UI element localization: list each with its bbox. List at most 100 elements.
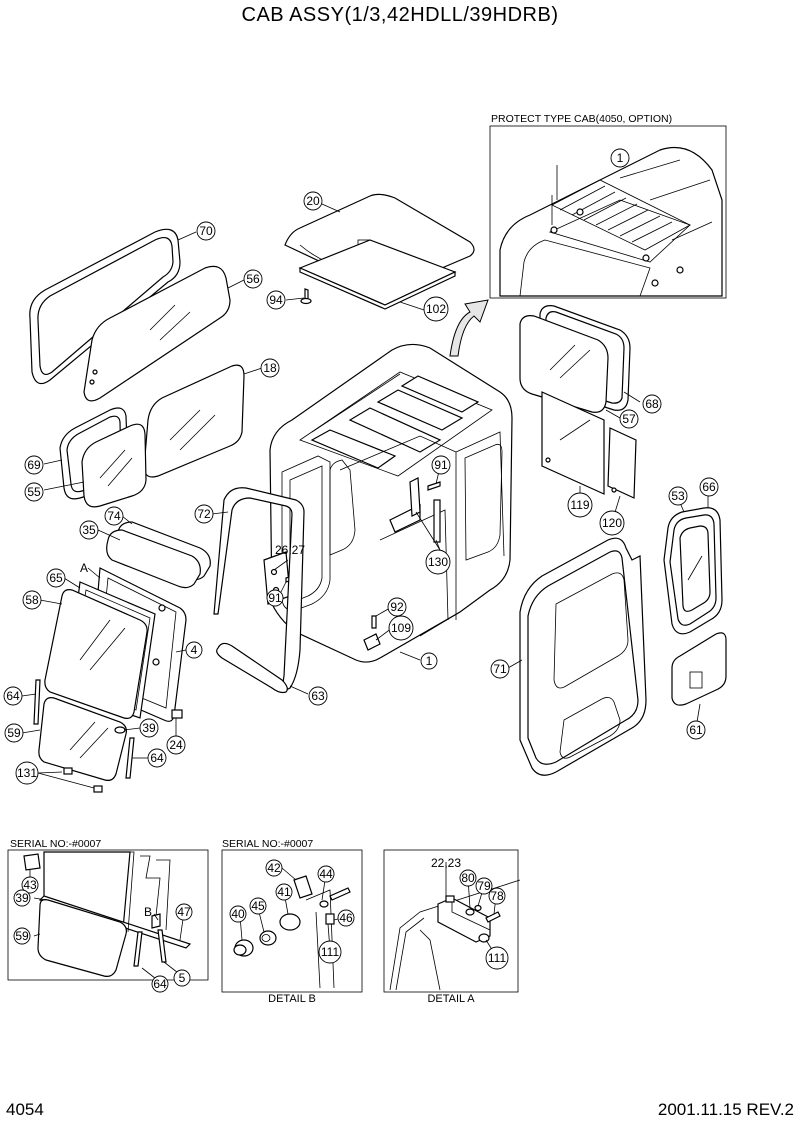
- detail-serial-label: SERIAL NO:-#0007: [10, 838, 102, 850]
- svg-text:26,27: 26,27: [275, 543, 305, 557]
- callout-70: 70: [196, 221, 216, 241]
- callout-b45: 45: [249, 897, 267, 915]
- callout-24: 24: [166, 735, 186, 755]
- callout-a80: 80: [459, 869, 477, 887]
- svg-text:69: 69: [27, 458, 41, 472]
- protect-cab-inset: [489, 125, 727, 299]
- callout-20: 20: [303, 191, 323, 211]
- callout-b111: 111: [318, 940, 342, 964]
- callouts: 70 56 20 94 102 18 69 55 35 74 72 A 65 5…: [3, 191, 719, 993]
- glass-53: [679, 525, 711, 612]
- callout-71: 71: [490, 659, 510, 679]
- callout-91b: 91: [431, 455, 451, 475]
- callout-130: 130: [425, 549, 451, 575]
- callout-d64: 64: [151, 975, 169, 993]
- callout-d43: 43: [21, 876, 39, 894]
- glass-35: [106, 529, 201, 589]
- glass-57: [519, 315, 609, 413]
- panel-119: [541, 391, 605, 495]
- callout-63: 63: [308, 686, 328, 706]
- callout-18: 18: [260, 358, 280, 378]
- callout-57: 57: [619, 409, 639, 429]
- page-title: CAB ASSY(1/3,42HDLL/39HDRB): [241, 4, 559, 26]
- svg-text:111: 111: [488, 951, 507, 965]
- svg-text:1: 1: [426, 654, 433, 668]
- door-71: [519, 537, 647, 776]
- svg-text:79: 79: [477, 879, 491, 893]
- svg-text:1: 1: [617, 151, 624, 165]
- glass-55: [81, 423, 147, 508]
- callout-a111: 111: [485, 946, 509, 970]
- detail-box-serial: [7, 849, 209, 981]
- callout-a78: 78: [488, 887, 506, 905]
- svg-text:91: 91: [268, 591, 282, 605]
- svg-text:64: 64: [153, 977, 167, 991]
- svg-text:35: 35: [82, 523, 96, 537]
- svg-text:78: 78: [490, 889, 504, 903]
- svg-text:46: 46: [339, 911, 353, 925]
- callout-4: 4: [185, 641, 203, 659]
- svg-text:64: 64: [150, 751, 164, 765]
- svg-text:58: 58: [25, 593, 39, 607]
- svg-text:92: 92: [390, 600, 404, 614]
- svg-text:59: 59: [15, 929, 29, 943]
- callout-109: 109: [388, 615, 414, 641]
- svg-text:94: 94: [269, 293, 283, 307]
- svg-text:24: 24: [169, 738, 183, 752]
- page-number: 4054: [6, 1100, 44, 1119]
- svg-text:57: 57: [622, 412, 636, 426]
- callout-b42: 42: [265, 859, 283, 877]
- callout-56: 56: [243, 269, 263, 289]
- svg-text:20: 20: [306, 194, 320, 208]
- svg-text:5: 5: [179, 971, 186, 985]
- callout-74: 74: [104, 506, 124, 526]
- callout-59: 59: [4, 723, 24, 743]
- seal-72-63: [213, 487, 305, 694]
- callout-d39: 39: [13, 889, 31, 907]
- detail-box-a: [383, 849, 519, 993]
- svg-text:130: 130: [428, 555, 448, 569]
- callout-58: 58: [22, 590, 42, 610]
- svg-text:40: 40: [231, 907, 245, 921]
- panel-61: [671, 632, 727, 706]
- svg-text:59: 59: [7, 726, 21, 740]
- detail-b-caption: DETAIL B: [268, 993, 316, 1005]
- svg-text:45: 45: [251, 899, 265, 913]
- svg-text:47: 47: [177, 905, 191, 919]
- callout-66: 66: [699, 477, 719, 497]
- glass-59: [38, 697, 127, 781]
- svg-text:44: 44: [319, 867, 333, 881]
- callout-120: 120: [599, 510, 625, 536]
- callout-A: A: [80, 561, 88, 575]
- svg-text:42: 42: [267, 861, 281, 875]
- svg-text:B: B: [144, 905, 152, 919]
- callout-69: 69: [24, 455, 44, 475]
- svg-text:74: 74: [107, 509, 121, 523]
- callout-a79: 79: [475, 877, 493, 895]
- svg-text:53: 53: [671, 489, 685, 503]
- callout-dB: B: [144, 905, 152, 919]
- callout-64a: 64: [3, 686, 23, 706]
- glass-56: [83, 265, 231, 402]
- callout-b40: 40: [229, 905, 247, 923]
- callout-26-27: 26,27: [275, 543, 305, 557]
- seal-64-left: [33, 679, 41, 725]
- svg-text:120: 120: [602, 516, 622, 530]
- svg-text:72: 72: [197, 507, 211, 521]
- option-arrow-icon: [449, 299, 489, 357]
- detail-a-caption: DETAIL A: [427, 993, 475, 1005]
- svg-text:39: 39: [15, 891, 29, 905]
- svg-text:41: 41: [277, 885, 291, 899]
- callout-39: 39: [139, 718, 159, 738]
- svg-text:61: 61: [689, 723, 703, 737]
- callout-d5: 5: [173, 969, 191, 987]
- svg-text:4: 4: [191, 643, 198, 657]
- callout-102: 102: [423, 296, 449, 322]
- callout-35: 35: [79, 520, 99, 540]
- seal-64-right: [125, 737, 135, 779]
- detail-b-serial-label: SERIAL NO:-#0007: [222, 838, 314, 850]
- callout-d47: 47: [175, 903, 193, 921]
- svg-text:119: 119: [570, 498, 589, 512]
- parts-39-24: [63, 709, 183, 793]
- callout-protect-1: 1: [610, 148, 630, 168]
